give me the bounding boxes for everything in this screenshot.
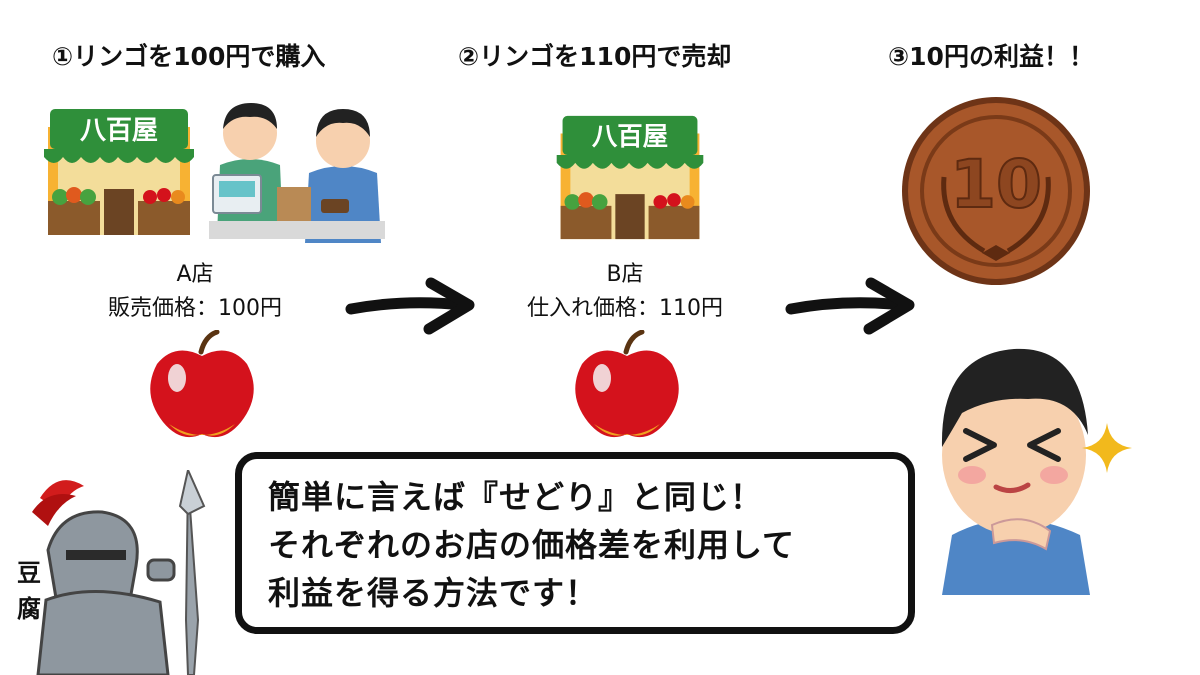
- ten-yen-coin-illustration: 10: [902, 97, 1090, 285]
- apple-icon: [150, 330, 254, 438]
- vegetable-shop-a-illustration: 八百屋: [44, 109, 194, 235]
- store-a-price: 販売価格：100円: [108, 296, 282, 321]
- store-a-label: A店 販売価格：100円: [60, 258, 330, 326]
- explanation-callout-box: 簡単に言えば『せどり』と同じ！ それぞれのお店の価格差を利用して 利益を得る方法…: [235, 452, 915, 634]
- smiling-man-illustration: [941, 348, 1090, 595]
- author-name: 豆 腐: [14, 555, 44, 627]
- author-char-1: 豆: [17, 559, 41, 587]
- store-b-name: B店: [606, 262, 644, 287]
- sparkle-icon: [1082, 423, 1132, 473]
- step-3-title: ③10円の利益！！: [888, 42, 1094, 71]
- coin-value-text: 10: [950, 146, 1042, 223]
- knight-in-armor-illustration: [32, 470, 206, 675]
- store-b-price: 仕入れ価格：110円: [527, 296, 723, 321]
- vegetable-shop-b-illustration: 八百屋: [556, 115, 704, 240]
- shop-clerk-and-customer-illustration: [209, 103, 385, 243]
- callout-line-1: 簡単に言えば『せどり』と同じ！: [268, 478, 764, 516]
- callout-line-3: 利益を得る方法です！: [268, 574, 599, 612]
- arrow-right-icon-2: [785, 277, 915, 335]
- author-char-2: 腐: [17, 595, 41, 623]
- callout-line-2: それぞれのお店の価格差を利用して: [268, 526, 796, 564]
- apple-icon-2: [575, 330, 679, 438]
- shop-sign-text-a: 八百屋: [80, 116, 158, 146]
- arrow-right-icon: [345, 277, 475, 335]
- store-b-label: B店 仕入れ価格：110円: [470, 258, 780, 326]
- shop-sign-text-b: 八百屋: [592, 121, 668, 151]
- step-2-title: ②リンゴを110円で売却: [458, 42, 732, 71]
- step-1-title: ①リンゴを100円で購入: [52, 42, 326, 71]
- store-a-name: A店: [176, 262, 214, 287]
